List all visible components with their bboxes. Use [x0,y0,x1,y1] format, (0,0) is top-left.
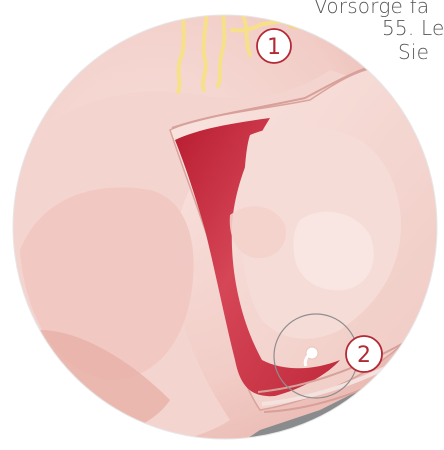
marker-2-label: 2 [357,343,371,368]
marker-2: 2 [346,336,382,372]
nerve-ganglion [284,11,312,29]
marker-1-label: 1 [267,35,281,60]
marker-1: 1 [257,29,291,63]
